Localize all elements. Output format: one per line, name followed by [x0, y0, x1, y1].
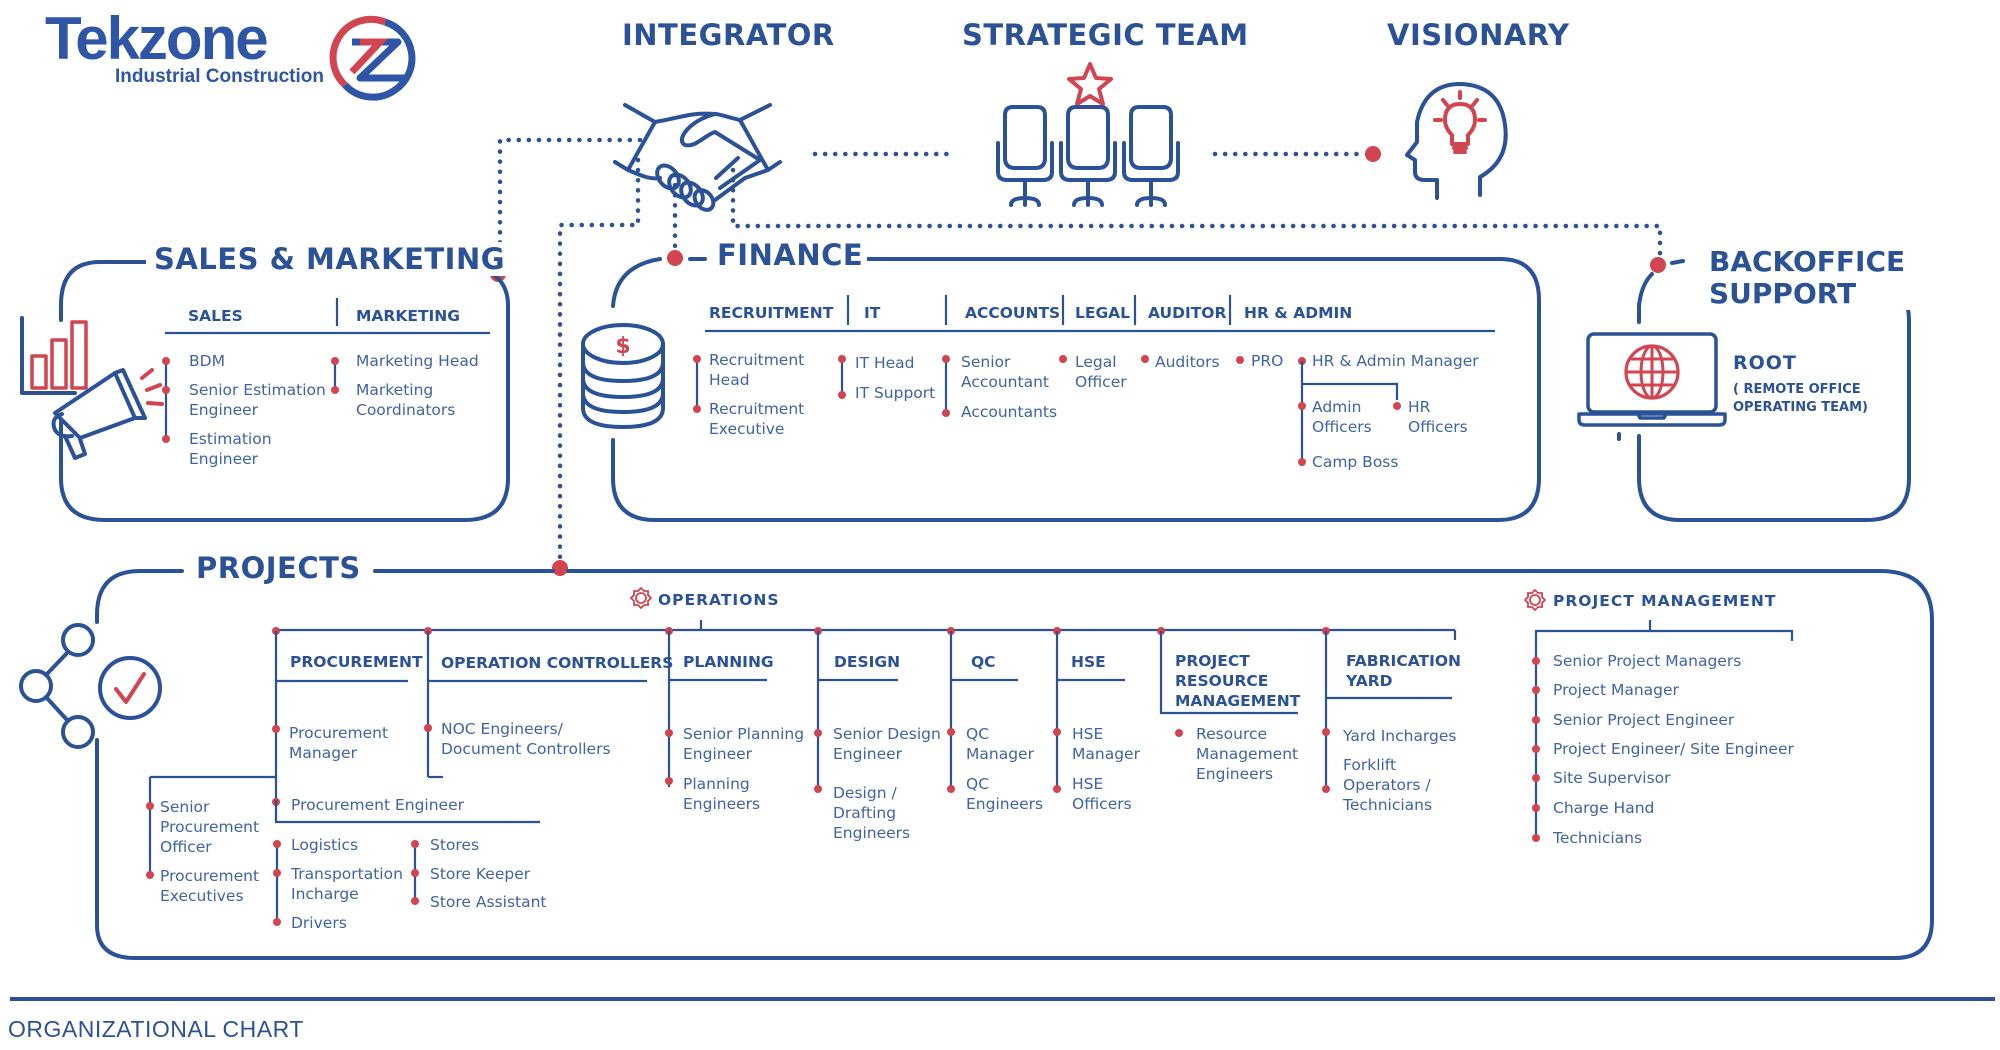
pm-item: Project Manager [1553, 681, 1679, 699]
finance-item: Recruitment Executive [709, 400, 805, 438]
backoffice-title-line1: BACKOFFICE [1709, 245, 1906, 278]
root-sub-line2: OPERATING TEAM) [1733, 400, 1868, 415]
finance-item: HR Officers [1408, 398, 1468, 436]
chairs-star-icon [996, 62, 1180, 207]
pm-item: Site Supervisor [1553, 769, 1671, 787]
dept-heading: PROCUREMENT [290, 653, 423, 671]
marketing-item: Marketing Head [356, 352, 479, 370]
dept-item: Procurement Manager [289, 724, 389, 762]
finance-item: Auditors [1155, 353, 1220, 371]
finance-item: Senior Accountant [961, 353, 1049, 391]
dept-heading: OPERATION CONTROLLERS [441, 654, 674, 672]
recruitment-heading: RECRUITMENT [709, 304, 834, 322]
it-heading: IT [864, 304, 881, 322]
pm-item: Project Engineer/ Site Engineer [1553, 740, 1794, 758]
svg-text:$: $ [615, 334, 630, 359]
head-lightbulb-icon [1405, 82, 1508, 200]
logistics-item: Logistics [291, 836, 359, 854]
operations-gear-icon [629, 586, 653, 610]
dept-heading: QC [971, 653, 996, 671]
finance-item: HR & Admin Manager [1312, 352, 1479, 370]
dept-item: Design / Drafting Engineers [833, 784, 911, 842]
dept-heading: PLANNING [683, 653, 774, 671]
stores-item: Stores [430, 836, 480, 854]
coin-stack-icon: $ [581, 323, 665, 429]
brand-name: Tekzone [45, 5, 269, 72]
dept-item: Senior Design Engineer [833, 725, 941, 763]
legal-heading: LEGAL [1075, 304, 1131, 322]
sales-item: Senior Estimation Engineer [189, 381, 326, 419]
finance-box-border [611, 257, 1541, 522]
logistics-item: Drivers [291, 914, 347, 932]
strategic-team-title: STRATEGIC TEAM [962, 18, 1249, 52]
project-management-label: PROJECT MANAGEMENT [1553, 592, 1777, 610]
brand-tagline: Industrial Construction [115, 66, 324, 87]
sales-item: Estimation Engineer [189, 430, 272, 468]
finance-item: IT Head [855, 354, 915, 372]
marketing-heading: MARKETING [356, 307, 460, 325]
finance-item: PRO [1251, 352, 1284, 370]
sales-heading: SALES [188, 307, 243, 325]
root-sub-line1: ( REMOTE OFFICE [1733, 382, 1861, 397]
procurement-officer-item: Procurement Executives [160, 867, 260, 905]
laptop-globe-icon [1577, 332, 1727, 441]
pm-item: Senior Project Managers [1553, 652, 1742, 670]
connector-sales [497, 137, 643, 278]
sales-marketing-title: SALES & MARKETING [146, 242, 514, 276]
pm-item: Charge Hand [1553, 799, 1655, 817]
stores-item: Store Assistant [430, 893, 547, 911]
visionary-title: VISIONARY [1387, 18, 1570, 52]
connector-projects [557, 157, 641, 563]
backoffice-title-line2: SUPPORT [1709, 277, 1857, 310]
dept-item: NOC Engineers/ Document Controllers [441, 720, 611, 758]
root-label: ROOT [1733, 352, 1797, 374]
operations-label: OPERATIONS [658, 591, 780, 609]
dept-item: HSE Manager [1072, 725, 1140, 763]
dept-heading: DESIGN [834, 653, 901, 671]
finance-item: Admin Officers [1312, 398, 1372, 436]
dept-item: Procurement Engineer [291, 796, 464, 814]
procurement-officer-item: Senior Procurement Officer [160, 798, 260, 856]
projects-box-border [95, 569, 1934, 960]
auditor-heading: AUDITOR [1148, 304, 1227, 322]
handshake-icon [613, 103, 782, 212]
integrator-title: INTEGRATOR [622, 18, 835, 52]
footer-label: ORGANIZATIONAL CHART [8, 1016, 304, 1042]
sales-item: BDM [189, 352, 225, 370]
finance-item: Accountants [961, 403, 1058, 421]
finance-item: Recruitment Head [709, 351, 805, 389]
dept-item: Yard Incharges [1343, 727, 1457, 745]
dept-item: Resource Management Engineers [1196, 725, 1299, 783]
connector-backoffice [730, 167, 1663, 265]
hr-admin-heading: HR & ADMIN [1244, 304, 1353, 322]
dept-item: QC Engineers [966, 775, 1044, 813]
dept-heading: PROJECT RESOURCE MANAGEMENT [1175, 652, 1301, 710]
marketing-item: Marketing Coordinators [356, 381, 456, 419]
finance-item: Camp Boss [1312, 453, 1399, 471]
finance-item: IT Support [855, 384, 936, 402]
finance-title: FINANCE [713, 238, 868, 272]
pm-item: Technicians [1553, 829, 1643, 847]
ops-tree [272, 627, 1452, 800]
logistics-item: Transportation Incharge [291, 865, 403, 903]
dept-heading: FABRICATION YARD [1346, 652, 1461, 690]
root-description: ( REMOTE OFFICE OPERATING TEAM) [1733, 381, 1868, 417]
accounts-heading: ACCOUNTS [965, 304, 1061, 322]
megaphone-chart-icon [20, 316, 164, 460]
dept-item: QC Manager [966, 725, 1034, 763]
network-check-icon [19, 623, 162, 749]
dept-item: HSE Officers [1072, 775, 1132, 813]
dept-item: Forklift Operators / Technicians [1343, 756, 1433, 814]
finance-item: Legal Officer [1075, 353, 1127, 391]
pm-item: Senior Project Engineer [1553, 711, 1735, 729]
backoffice-title: BACKOFFICE SUPPORT [1703, 245, 1912, 310]
dept-heading: HSE [1071, 653, 1106, 671]
project-management-gear-icon [1523, 588, 1547, 612]
stores-item: Store Keeper [430, 865, 531, 883]
logo-emblem-icon [329, 15, 416, 101]
dept-item: Senior Planning Engineer [683, 725, 805, 763]
dept-item: Planning Engineers [683, 775, 761, 813]
projects-title: PROJECTS [188, 551, 369, 585]
